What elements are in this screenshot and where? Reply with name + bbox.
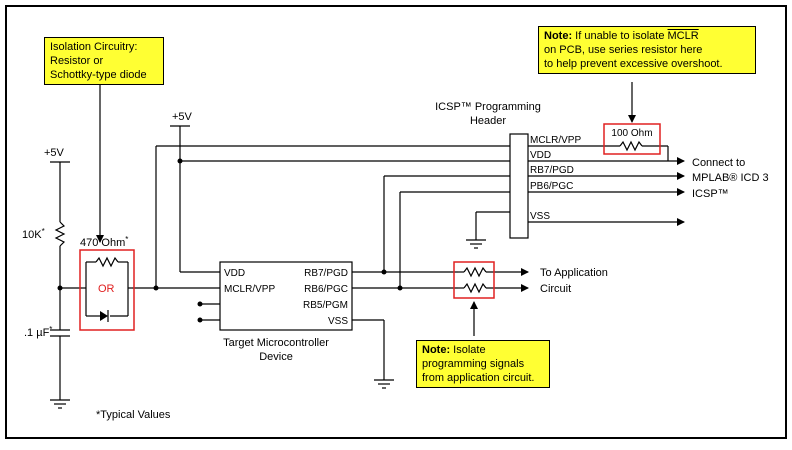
mclr-note-line2: on PCB, use series resistor here bbox=[544, 44, 703, 56]
capacitor-value: .1 µF bbox=[24, 327, 50, 339]
header-pin-vss: VSS bbox=[530, 211, 550, 222]
mclr-note-line3: to help prevent excessive overshoot. bbox=[544, 58, 723, 70]
isolate-note-line2: programming signals bbox=[422, 358, 525, 370]
header-title-line2: Header bbox=[470, 115, 506, 127]
resistor-10k bbox=[54, 221, 66, 247]
mcu-pin-rb7: RB7/PGD bbox=[304, 268, 348, 279]
mclr-note-line1: Note: If unable to isolate MCLR bbox=[544, 29, 750, 43]
isolation-note-line1: Isolation Circuitry: bbox=[50, 41, 138, 53]
mcu-pin-vdd: VDD bbox=[224, 268, 245, 279]
isolation-note-line3: Schottky-type diode bbox=[50, 69, 147, 81]
plus5v-mid-label: +5V bbox=[172, 111, 193, 123]
isolate-note-prefix: Note: bbox=[422, 344, 451, 356]
header-pin-pb6: PB6/PGC bbox=[530, 181, 573, 192]
resistor-100-label: 100 Ohm bbox=[611, 128, 652, 139]
to-application-line2: Circuit bbox=[540, 283, 571, 295]
isolation-note-line2: Resistor or bbox=[50, 55, 104, 67]
resistor-10k-value: 10K bbox=[22, 229, 42, 241]
mcu-pin-vss: VSS bbox=[328, 316, 348, 327]
diagram-border bbox=[5, 5, 787, 439]
device-label-line1: Target Microcontroller bbox=[223, 337, 329, 349]
connect-line2: MPLAB® ICD 3 bbox=[692, 172, 769, 184]
mcu-pin-rb6: RB6/PGC bbox=[304, 284, 348, 295]
mcu-box bbox=[219, 261, 353, 331]
resistor-470 bbox=[95, 256, 119, 268]
mclr-note-overline: MCLR bbox=[667, 30, 699, 42]
connect-line3: ICSP™ bbox=[692, 188, 729, 200]
to-application-line1: To Application bbox=[540, 267, 608, 279]
header-pin-vdd: VDD bbox=[530, 150, 551, 161]
connect-line1: Connect to bbox=[692, 157, 745, 169]
capacitor-label: .1 µF* bbox=[24, 325, 52, 339]
resistor-470-label: 470 Ohm* bbox=[80, 235, 128, 249]
isolation-highlight-box bbox=[79, 249, 135, 331]
junction-dots bbox=[57, 158, 403, 323]
isolate-note-text1: Isolate bbox=[450, 344, 486, 356]
header-pin-rb7: RB7/PGD bbox=[530, 165, 574, 176]
header-title-line1: ICSP™ Programming bbox=[435, 101, 541, 113]
resistor-470-star: * bbox=[125, 235, 128, 244]
isolate-note-line1: Note: Isolate bbox=[422, 343, 544, 357]
mclr-note: Note: If unable to isolate MCLR on PCB, … bbox=[538, 26, 756, 74]
icsp-header-block bbox=[509, 133, 529, 239]
mcu-pin-rb5: RB5/PGM bbox=[303, 300, 348, 311]
app-resistor-highlight-box bbox=[453, 261, 495, 299]
device-label-line2: Device bbox=[259, 351, 293, 363]
mclr-note-text1: If unable to isolate bbox=[572, 30, 668, 42]
plus5v-left-label: +5V bbox=[44, 147, 65, 159]
resistor-100 bbox=[619, 140, 643, 152]
header-pin-mclr: MCLR/VPP bbox=[530, 135, 581, 146]
mclr-note-prefix: Note: bbox=[544, 30, 573, 42]
isolate-note: Note: Isolate programming signals from a… bbox=[416, 340, 550, 388]
wires bbox=[50, 82, 685, 409]
mcu-pin-mclr: MCLR/VPP bbox=[224, 284, 275, 295]
typical-values-label: *Typical Values bbox=[96, 409, 171, 421]
or-label: OR bbox=[98, 283, 115, 295]
schottky-diode bbox=[100, 310, 109, 322]
resistor-100-highlight-box bbox=[603, 123, 661, 155]
isolate-note-line3: from application circuit. bbox=[422, 372, 535, 384]
resistor-470-value: 470 Ohm bbox=[80, 237, 125, 249]
isolation-note: Isolation Circuitry: Resistor or Schottk… bbox=[44, 37, 164, 85]
resistor-10k-label: 10K* bbox=[22, 227, 45, 241]
capacitor-star: * bbox=[49, 325, 52, 334]
resistor-10k-star: * bbox=[42, 227, 45, 236]
